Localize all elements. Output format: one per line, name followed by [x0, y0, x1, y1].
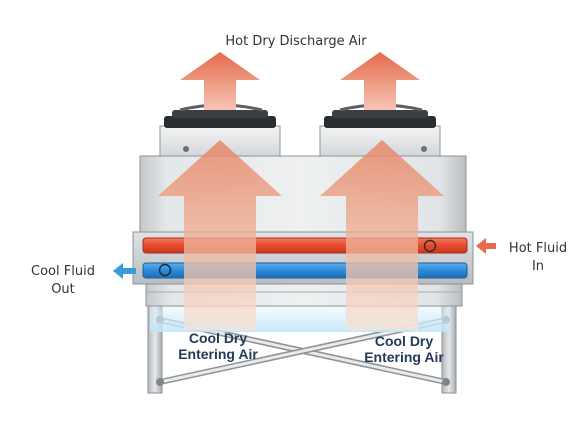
airflow-arrow-left: [158, 140, 282, 330]
cool-fluid-out-label-line1: Cool Fluid: [31, 264, 95, 279]
discharge-arrow-right: [340, 52, 420, 110]
cool-dry-entering-air-right-line2: Entering Air: [364, 349, 444, 365]
cool-dry-entering-air-left-line2: Entering Air: [178, 346, 258, 362]
hot-dry-discharge-air-label: Hot Dry Discharge Air: [225, 34, 367, 49]
cool-fluid-out-label-line2: Out: [51, 282, 75, 297]
hot-fluid-in-label-line1: Hot Fluid: [508, 241, 568, 256]
cool-dry-entering-air-right-line1: Cool Dry: [374, 333, 434, 349]
discharge-arrow-left: [180, 52, 260, 110]
fan-right: [319, 103, 441, 159]
cool-dry-entering-air-left-line1: Cool Dry: [188, 330, 248, 346]
cool-fluid-out-arrow: [113, 263, 136, 279]
airflow-arrow-right: [320, 140, 444, 330]
hot-fluid-in-label-line2: In: [531, 259, 545, 274]
hot-fluid-in-arrow: [476, 238, 496, 254]
